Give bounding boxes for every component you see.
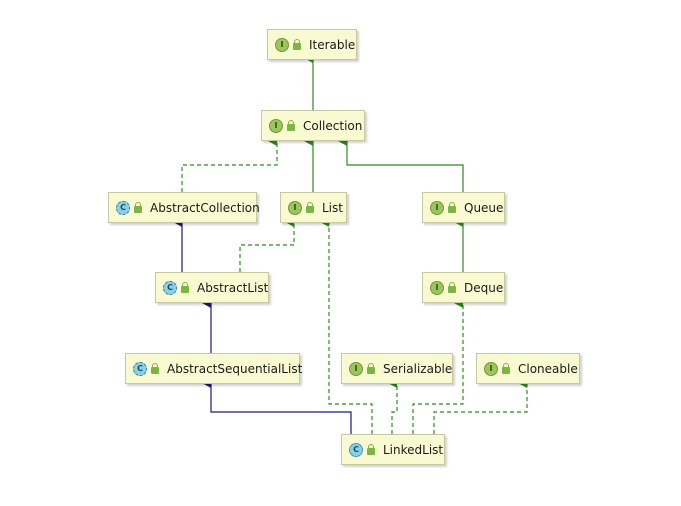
lock-icon: [306, 201, 314, 213]
node-label: AbstractList: [197, 280, 269, 295]
interface-icon: I: [288, 200, 302, 215]
node-label: AbstractCollection: [150, 200, 260, 215]
interface-icon: I: [430, 280, 444, 295]
node-label: Serializable: [383, 361, 453, 376]
interface-icon: I: [484, 361, 498, 376]
edge-linkedlist-cloneable: [433, 378, 528, 434]
abstract-class-icon: C: [163, 280, 177, 295]
lock-icon: [367, 443, 375, 455]
node-label: AbstractSequentialList: [167, 361, 303, 376]
node-abstract-collection[interactable]: C AbstractCollection: [108, 192, 260, 223]
node-deque[interactable]: I Deque: [422, 272, 505, 303]
interface-icon: I: [349, 361, 363, 376]
edge-abstractcollection-collection: [181, 136, 278, 192]
interface-icon: I: [269, 118, 283, 133]
class-icon: C: [349, 442, 363, 457]
node-label: Collection: [303, 118, 363, 133]
lock-icon: [293, 38, 301, 50]
node-label: LinkedList: [383, 442, 444, 457]
node-label: Iterable: [309, 37, 356, 52]
lock-icon: [287, 119, 295, 131]
node-queue[interactable]: I Queue: [422, 192, 505, 223]
edge-linkedlist-deque: [412, 298, 464, 434]
node-label: Deque: [464, 280, 504, 295]
node-collection[interactable]: I Collection: [261, 110, 365, 141]
abstract-class-icon: C: [133, 361, 147, 376]
lock-icon: [502, 362, 510, 374]
interface-icon: I: [430, 200, 444, 215]
edge-queue-collection: [338, 136, 464, 192]
lock-icon: [151, 362, 159, 374]
interface-icon: I: [275, 37, 289, 52]
lock-icon: [181, 281, 189, 293]
edge-abstractlist-list: [239, 217, 295, 272]
node-abstract-sequential-list[interactable]: C AbstractSequentialList: [125, 353, 303, 384]
lock-icon: [448, 281, 456, 293]
lock-icon: [134, 201, 142, 213]
node-list[interactable]: I List: [280, 192, 347, 223]
node-abstract-list[interactable]: C AbstractList: [155, 272, 269, 303]
edge-linkedlist-list: [320, 217, 373, 434]
node-label: Queue: [464, 200, 504, 215]
node-label: Cloneable: [518, 361, 578, 376]
edge-linkedlist-serializable: [388, 378, 398, 434]
node-iterable[interactable]: I Iterable: [267, 29, 357, 60]
node-linked-list[interactable]: C LinkedList: [341, 434, 445, 465]
node-cloneable[interactable]: I Cloneable: [476, 353, 580, 384]
node-label: List: [322, 200, 343, 215]
lock-icon: [367, 362, 375, 374]
edge-linkedlist-abstractsequentiallist: [202, 378, 352, 434]
lock-icon: [448, 201, 456, 213]
abstract-class-icon: C: [116, 200, 130, 215]
node-serializable[interactable]: I Serializable: [341, 353, 453, 384]
